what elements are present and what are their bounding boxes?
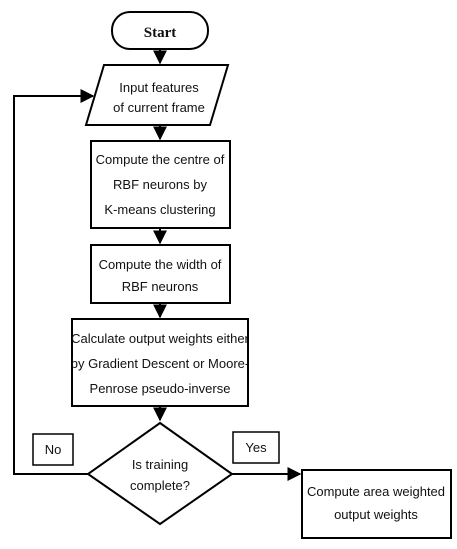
centre-label-line1: Compute the centre of	[96, 152, 225, 167]
output-label-line2: output weights	[334, 507, 418, 522]
input-parallelogram	[84, 64, 230, 126]
no-label: No	[45, 442, 62, 457]
input-label-line1: Input features	[119, 80, 199, 95]
width-label-line2: RBF neurons	[122, 279, 199, 294]
input-label-line2: of current frame	[113, 100, 205, 115]
weights-label-line2: by Gradient Descent or Moore-	[71, 356, 249, 371]
decision-diamond	[86, 421, 234, 526]
decision-label-line1: Is training	[132, 457, 188, 472]
centre-label-line2: RBF neurons by	[113, 177, 207, 192]
decision-label-line2: complete?	[130, 478, 190, 493]
no-loop-connector	[13, 89, 95, 475]
weights-label-line1: Calculate output weights either	[71, 331, 249, 346]
yes-label-box	[232, 431, 280, 464]
weights-box	[71, 318, 249, 407]
output-box	[301, 469, 452, 539]
weights-label-line3: Penrose pseudo-inverse	[90, 381, 231, 396]
centre-box	[90, 140, 231, 229]
start-label: Start	[144, 25, 177, 41]
yes-label: Yes	[245, 440, 267, 455]
output-label-line1: Compute area weighted	[307, 484, 445, 499]
centre-label-line3: K-means clustering	[104, 202, 215, 217]
width-box	[90, 244, 231, 304]
no-label-box	[32, 433, 74, 466]
width-label-line1: Compute the width of	[99, 257, 222, 272]
